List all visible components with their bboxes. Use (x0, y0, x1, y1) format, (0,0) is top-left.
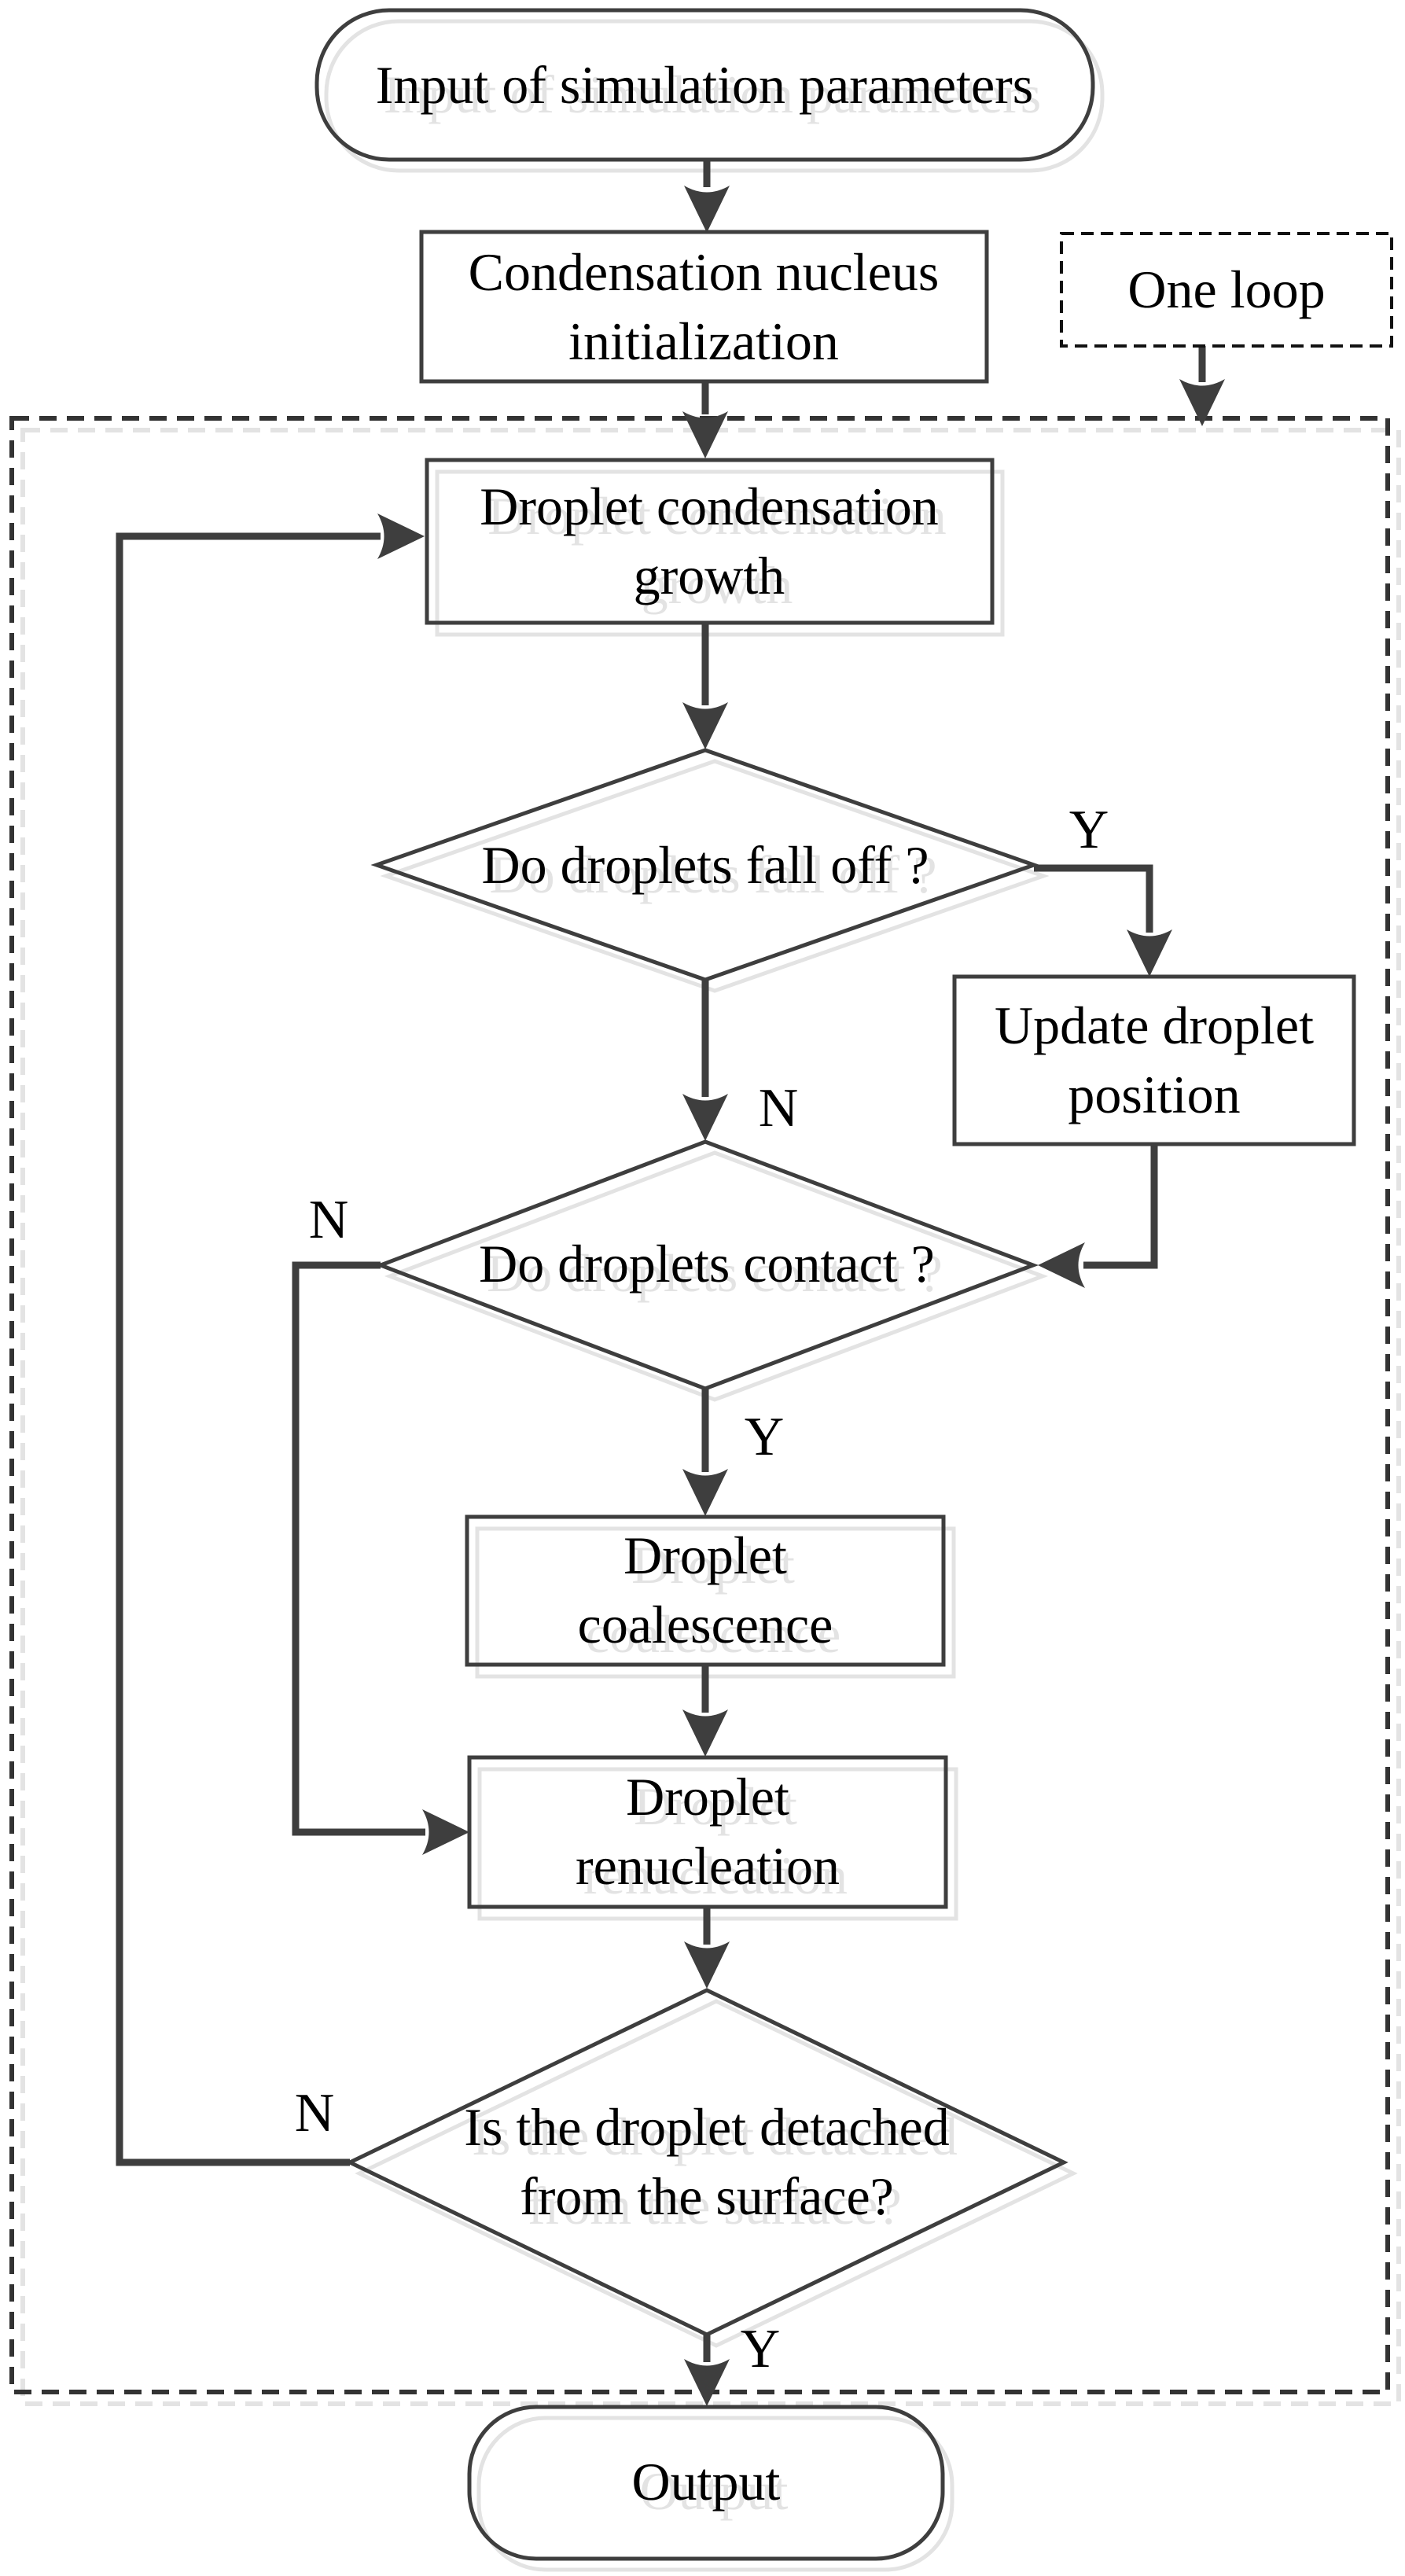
fall-off-diamond-shadow (380, 759, 1050, 993)
arrowhead-into-output (684, 2359, 730, 2406)
init-process-shape (419, 230, 989, 384)
flow-contact-n-to-renucleation (292, 1261, 425, 1836)
detached-decision-shape (345, 1988, 1068, 2337)
arrowhead-into-detached (684, 1941, 730, 1989)
flow-detached-n-to-growth (116, 532, 381, 2166)
growth-line2: growth (633, 546, 785, 605)
update-line1: Update droplet (995, 995, 1314, 1055)
flow-falloff-y-to-update (1034, 864, 1153, 933)
start-terminator-shadow (324, 19, 1105, 173)
output-terminator-label: Output (631, 2452, 781, 2512)
init-line1: Condensation nucleus (468, 242, 940, 302)
arrowhead-into-renucleation-left (422, 1809, 469, 1855)
renucleation-process-shape (467, 1755, 948, 1909)
label-y-fall-off: Y (1068, 800, 1109, 860)
coalescence-box-shadow (475, 1526, 956, 1679)
contact-decision-label: Do droplets contact ? (479, 1234, 935, 1294)
coalescence-line1: Droplet (623, 1525, 787, 1585)
arrowhead-into-contact-top (682, 1094, 728, 1141)
renucleation-process-label: Droplet renucleation (576, 1762, 840, 1901)
init-line2: initialization (568, 311, 839, 371)
renucleation-line2: renucleation (575, 1836, 840, 1896)
coalescence-line2: coalescence (577, 1595, 833, 1654)
coalescence-process-label: Droplet coalescence (578, 1521, 833, 1659)
growth-box-shadow (435, 469, 1005, 637)
arrowhead-oneloop (1179, 379, 1225, 426)
growth-line1: Droplet condensation (480, 477, 939, 536)
growth-process-label: Droplet condensation growth (480, 472, 939, 610)
arrowhead-into-contact-right (1038, 1242, 1085, 1288)
label-n-detached: N (294, 2083, 335, 2144)
fall-off-decision-label: Do droplets fall off ? (481, 835, 929, 895)
arrowhead-into-growth-top (682, 411, 728, 458)
label-y-detached: Y (740, 2319, 781, 2379)
label-y-contact: Y (744, 1407, 785, 1467)
renucleation-line1: Droplet (626, 1767, 789, 1827)
growth-process-shape (425, 458, 995, 625)
label-n-fall-off: N (758, 1078, 799, 1139)
renucleation-box-shadow (477, 1767, 958, 1921)
one-loop-label: One loop (1127, 259, 1326, 319)
arrowhead-into-update (1127, 929, 1172, 977)
init-process-label: Condensation nucleus initialization (469, 237, 940, 376)
start-terminator-label: Input of simulation parameters (375, 55, 1034, 115)
arrowhead-into-coalescence (682, 1469, 728, 1516)
connector-layer (116, 160, 1206, 2362)
shape-layer (314, 8, 1356, 2561)
detached-decision-label: Is the droplet detached from the surface… (464, 2092, 949, 2231)
coalescence-process-shape (465, 1514, 946, 1667)
contact-decision-shape (374, 1139, 1039, 1391)
arrowhead-into-renucleation-top (682, 1709, 728, 1757)
arrowhead-into-init (684, 186, 730, 233)
detached-line2: from the surface? (520, 2166, 894, 2226)
arrowhead-into-growth-left (377, 513, 425, 559)
detached-line1: Is the droplet detached (464, 2097, 950, 2157)
output-terminator-shape (467, 2405, 945, 2561)
update-line2: position (1068, 1065, 1241, 1124)
output-terminator-shadow (476, 2416, 954, 2572)
contact-diamond-shadow (384, 1150, 1049, 1402)
start-terminator-shape (314, 8, 1095, 162)
flow-update-to-contact (1083, 1144, 1158, 1269)
one-loop-box-shape (1060, 232, 1393, 348)
fall-off-decision-shape (370, 748, 1040, 982)
update-process-label: Update droplet position (995, 991, 1314, 1129)
label-n-contact: N (308, 1190, 349, 1250)
update-process-shape (952, 974, 1356, 1146)
detached-diamond-shadow (355, 1999, 1078, 2348)
arrowhead-into-falloff (682, 702, 728, 749)
